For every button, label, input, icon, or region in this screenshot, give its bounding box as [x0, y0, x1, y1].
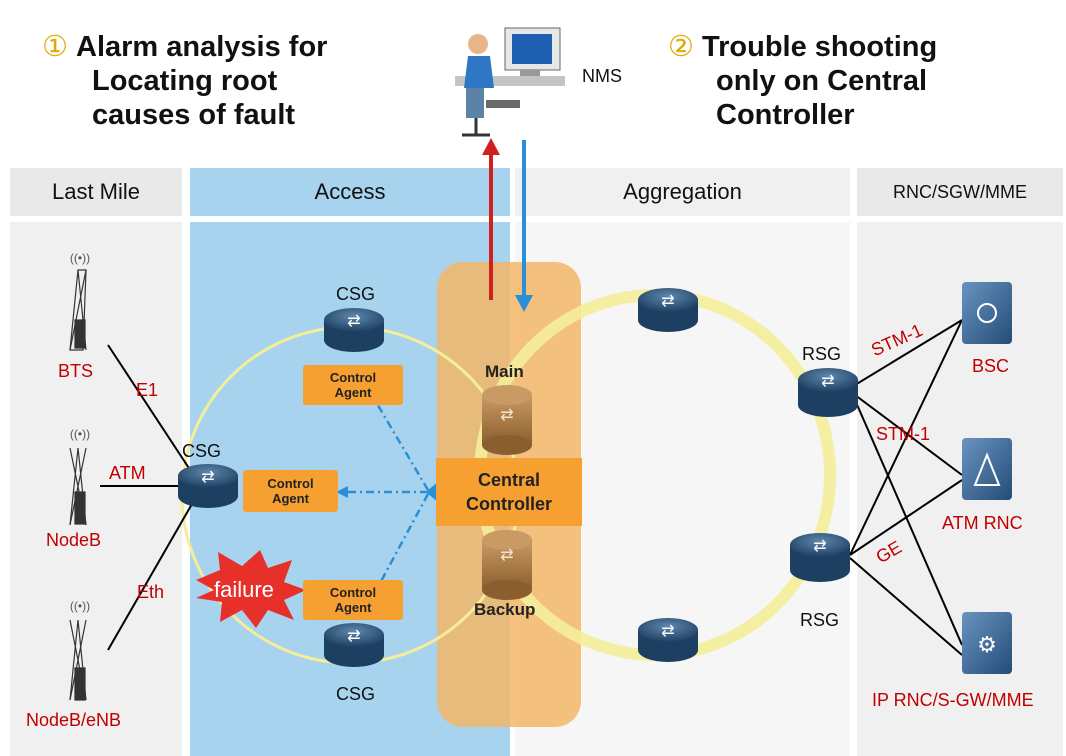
svg-text:⇄: ⇄ — [500, 547, 513, 564]
heading-left-line-2: Locating root — [92, 65, 278, 97]
controller-backup-label: Backup — [474, 600, 536, 619]
enb-tower-icon: ((•)) — [69, 599, 90, 701]
label-ip-rnc: IP RNC/S-GW/MME — [872, 690, 1034, 710]
control-agent-bottom-line-2: Agent — [334, 600, 372, 615]
control-agent-top-line-1: Control — [329, 370, 377, 385]
router-csg-mid-icon: ⇄ — [178, 464, 238, 508]
heading-right-line-2: only on Central — [716, 65, 928, 97]
control-agent-bottom: Control Agent — [303, 580, 403, 620]
heading-right-line-1: Trouble shooting — [702, 31, 938, 63]
heading-right-line-3: Controller — [716, 99, 855, 131]
label-csg-bottom: CSG — [336, 684, 376, 704]
failure-burst-icon — [196, 550, 306, 628]
central-controller-box: Central Controller — [436, 458, 582, 526]
svg-text:⇄: ⇄ — [813, 538, 826, 555]
zone-label-core: RNC/SGW/MME — [893, 181, 1027, 202]
link-eth — [107, 489, 201, 651]
core-links — [849, 319, 963, 656]
zone-header-last-mile-bg — [10, 168, 182, 216]
zone-label-access: Access — [314, 179, 386, 204]
control-agent-mid-line-1: Control — [267, 476, 314, 491]
label-link-stm1-b: STM-1 — [876, 424, 930, 444]
label-rsg-bottom: RSG — [800, 610, 840, 630]
zone-last-mile — [10, 222, 182, 756]
central-controller-line-1: Central — [477, 470, 540, 490]
router-csg-bottom-icon: ⇄ — [324, 623, 384, 667]
label-nodeb: NodeB — [46, 530, 102, 550]
atm-rnc-icon — [962, 438, 1012, 500]
controller-backup-icon: ⇄ — [482, 530, 532, 600]
svg-text:((•)): ((•)) — [70, 251, 90, 265]
zone-label-aggregation: Aggregation — [623, 179, 742, 204]
label-csg-mid: CSG — [182, 441, 222, 461]
router-agg-bottom-icon: ⇄ — [638, 618, 698, 662]
failure-label: failure — [214, 577, 274, 602]
router-rsg-bottom-icon: ⇄ — [790, 533, 850, 582]
control-agent-mid: Control Agent — [243, 470, 338, 512]
svg-text:⚙: ⚙ — [977, 632, 997, 657]
zone-label-last-mile: Last Mile — [51, 179, 141, 204]
control-agent-mid-line-2: Agent — [272, 491, 309, 506]
control-agent-bottom-line-1: Control — [329, 585, 377, 600]
controller-main-icon: ⇄ — [482, 385, 532, 455]
router-agg-top-icon: ⇄ — [638, 288, 698, 332]
label-csg-top: CSG — [336, 284, 376, 304]
label-rsg-top: RSG — [802, 344, 842, 364]
heading-left-line-3: causes of fault — [92, 99, 296, 131]
svg-text:⇄: ⇄ — [661, 293, 674, 310]
svg-text:⇄: ⇄ — [661, 623, 674, 640]
svg-text:⇄: ⇄ — [347, 628, 360, 645]
label-bts: BTS — [58, 361, 94, 381]
heading-left-line-1: Alarm analysis for — [76, 31, 328, 63]
label-bsc: BSC — [972, 356, 1010, 376]
link-e1 — [107, 344, 201, 486]
zone-core — [857, 222, 1063, 756]
svg-text:⇄: ⇄ — [821, 373, 834, 390]
zone-header-core-bg — [857, 168, 1063, 216]
heading-number-two: ② — [668, 31, 694, 63]
bsc-icon — [962, 282, 1012, 344]
ip-rnc-icon: ⚙ — [962, 612, 1012, 674]
nms-operator-icon — [455, 27, 565, 137]
bts-tower-icon: ((•)) — [69, 251, 90, 351]
label-link-eth: Eth — [137, 582, 165, 602]
zone-header-aggregation-bg — [515, 168, 850, 216]
svg-text:((•)): ((•)) — [70, 427, 90, 441]
zone-header-access-bg — [190, 168, 510, 216]
router-rsg-top-icon: ⇄ — [798, 368, 858, 417]
nms-label: NMS — [582, 66, 622, 86]
label-link-atm: ATM — [109, 463, 146, 483]
controller-main-label: Main — [485, 362, 524, 381]
label-link-e1: E1 — [136, 380, 159, 400]
svg-text:((•)): ((•)) — [70, 599, 90, 613]
svg-text:⇄: ⇄ — [347, 313, 360, 330]
nodeb-tower-icon: ((•)) — [69, 427, 90, 526]
central-controller-line-2: Controller — [465, 494, 552, 514]
control-agent-top-line-2: Agent — [334, 385, 372, 400]
heading-number-one: ① — [42, 31, 68, 63]
svg-text:⇄: ⇄ — [201, 469, 214, 486]
control-agent-top: Control Agent — [303, 365, 403, 405]
svg-text:⇄: ⇄ — [500, 407, 513, 424]
router-csg-top-icon: ⇄ — [324, 308, 384, 352]
label-nodeb-enb: NodeB/eNB — [26, 710, 122, 730]
label-atm-rnc: ATM RNC — [942, 513, 1023, 533]
